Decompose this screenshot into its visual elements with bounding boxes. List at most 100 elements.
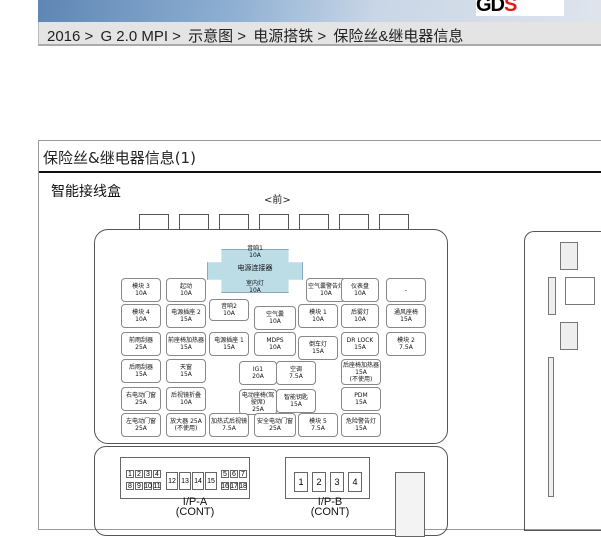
fuse-amp: (不使用): [349, 375, 373, 383]
fuse-amp: 15A: [355, 399, 367, 406]
ip-a-pin: 17: [230, 482, 238, 490]
fuse-name: MDPS: [266, 337, 284, 344]
fuse-name: 后座椅加热器15A: [342, 361, 379, 376]
fuse[interactable]: 电动座椅(驾驶席)25A: [239, 389, 277, 415]
fuse-amp: 15A: [400, 316, 412, 323]
fuse-amp: 7.5A: [289, 373, 303, 380]
fuse-name: 右电动门窗: [125, 392, 156, 399]
fuse-amp: 10A: [180, 290, 192, 297]
fuse-name: 前座椅加热器: [167, 337, 204, 344]
ip-a-pin: 4: [153, 470, 161, 478]
fuse-name: 后视镜折叠: [170, 392, 201, 399]
fuse-name: IG1: [252, 366, 264, 373]
fuse-amp: 25A: [135, 425, 147, 432]
fuse-name: 电源插座 2: [171, 309, 201, 316]
fuse-name: 放大器 25A: [170, 418, 202, 425]
fuse-name: 倒车灯: [308, 341, 327, 348]
fuse-name: 空气囊: [265, 311, 284, 318]
fuse-name: 加热式后视镜: [210, 418, 247, 425]
ip-b-pin: 1: [294, 472, 308, 492]
power-connector-relay[interactable]: [207, 249, 303, 293]
fuse-amp: 15A: [354, 344, 366, 351]
ip-b-label: I/P-B(CONT): [310, 496, 350, 518]
fuse-amp: 25A: [135, 399, 147, 406]
fuse-name: 起动: [179, 283, 192, 290]
ip-a-pin: 10: [144, 482, 152, 490]
fuse-amp: 10A: [180, 399, 192, 406]
breadcrumb-diagram[interactable]: 示意图 >: [188, 28, 247, 45]
fuse-amp: (不使用): [174, 425, 198, 432]
breadcrumb-engine[interactable]: G 2.0 MPI >: [100, 28, 181, 45]
fuse[interactable]: 放大器 25A(不使用): [166, 413, 206, 437]
header-banner: GDS: [38, 0, 601, 22]
ip-a-label: I/P-A(CONT): [175, 496, 215, 518]
fuse-amp: 10A: [354, 290, 366, 297]
side-connector: [395, 472, 425, 537]
fuse-name: 后雾灯: [350, 309, 369, 316]
breadcrumb-power-ground[interactable]: 电源搭铁 >: [253, 28, 327, 45]
fuse-name: -: [404, 286, 408, 294]
fuse-amp: 25A: [269, 425, 281, 432]
fuse-name: DR LOCK: [346, 337, 374, 344]
fuse-name: 模块 3: [132, 283, 150, 290]
fuse-amp: 15A: [180, 316, 192, 323]
ip-a-pin: 9: [135, 482, 143, 490]
fuse-amp: 10A: [135, 290, 147, 297]
fuse-amp: 10A: [312, 316, 324, 323]
ip-b-pin: 3: [330, 472, 344, 492]
fuse-name: 后雨刮器: [128, 364, 153, 371]
junction-box-title: 智能接线盒: [51, 184, 121, 200]
fuse-name: 空气囊警告灯: [307, 283, 344, 290]
fuse-amp: 10A: [223, 310, 235, 317]
ip-a-pin: 18: [239, 482, 247, 490]
fuse[interactable]: 后座椅加热器15A(不使用): [341, 359, 381, 385]
fuse-amp: 15A: [135, 371, 147, 378]
fuse-amp: 20A: [252, 373, 264, 380]
ip-a-pin: 5: [221, 470, 229, 478]
fuse[interactable]: -: [386, 278, 426, 302]
breadcrumb-year[interactable]: 2016 >: [47, 28, 94, 45]
fuse-amp: 7.5A: [399, 344, 413, 351]
fuse-name: 空调: [289, 366, 302, 373]
fuse-amp: 15A: [180, 344, 192, 351]
fuse-amp: 10A: [354, 316, 366, 323]
ip-a-pin: 6: [230, 470, 238, 478]
breadcrumb: 2016 > G 2.0 MPI > 示意图 > 电源搭铁 > 保险丝&继电器信…: [38, 22, 601, 46]
